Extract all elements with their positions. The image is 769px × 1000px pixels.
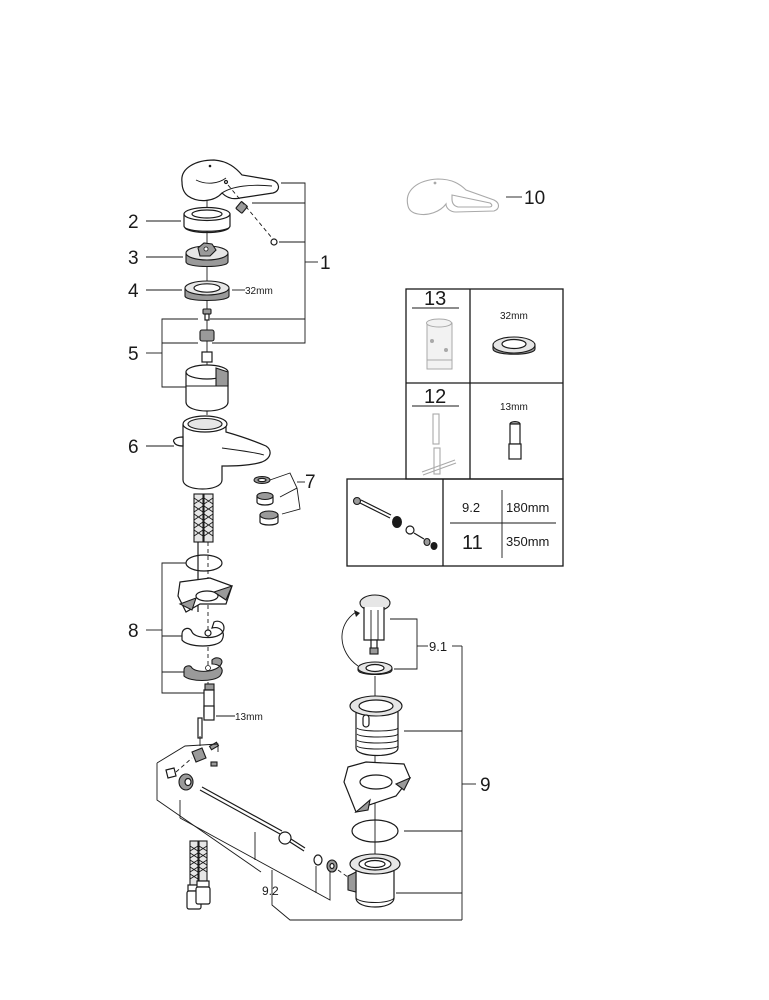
bracket-1 <box>210 182 318 344</box>
part-1-set-screw <box>227 184 278 246</box>
callout-2: 2 <box>128 212 139 233</box>
rod-9-2-length: 180mm <box>506 500 549 515</box>
rod-table <box>346 478 564 567</box>
dimension-4: 32mm <box>245 286 273 297</box>
callout-9: 9 <box>480 775 491 796</box>
bracket-8 <box>146 562 204 694</box>
part-9-waste-flange <box>349 695 403 757</box>
part-3-stop-ring <box>185 242 229 268</box>
tool-12-label: 12 <box>424 386 446 408</box>
callout-3: 3 <box>128 248 139 269</box>
bracket-7 <box>269 472 305 515</box>
rod-illustration <box>352 496 438 550</box>
callout-9-1: 9.1 <box>429 639 447 654</box>
tool-13-ring <box>492 336 536 355</box>
callout-5: 5 <box>128 344 139 365</box>
rod-9-2-label: 9.2 <box>462 500 480 515</box>
supply-hoses-upper <box>193 493 214 690</box>
bracket-5 <box>146 318 198 388</box>
part-9-gasket <box>351 819 399 843</box>
callout-6: 6 <box>128 437 139 458</box>
part-7-aerator <box>253 475 279 526</box>
supply-hoses-lower <box>186 840 211 910</box>
callout-4: 4 <box>128 281 139 302</box>
bracket-9-2 <box>156 743 462 921</box>
part-9-1-popup-plug <box>341 594 393 676</box>
tool-12-key <box>421 413 457 476</box>
rod-11-length: 350mm <box>506 534 549 549</box>
callout-8: 8 <box>128 621 139 642</box>
dimension-8: 13mm <box>235 712 263 723</box>
tool-12-socket <box>508 420 522 460</box>
part-8-fixing-set <box>177 554 233 739</box>
callout-9-2: 9.2 <box>262 884 279 898</box>
callout-7: 7 <box>305 472 316 493</box>
part-2-cover <box>183 206 231 234</box>
callout-10: 10 <box>524 188 545 209</box>
bracket-9 <box>396 646 476 920</box>
part-5-cartridge <box>185 308 229 412</box>
part-1-lever <box>181 159 280 202</box>
part-9-waste-body <box>347 853 401 908</box>
callout-1: 1 <box>320 253 331 274</box>
tool-12-dimension: 13mm <box>500 402 528 413</box>
tool-13-socket <box>426 318 453 370</box>
rod-11-label: 11 <box>462 532 483 554</box>
part-10-lever-ghost <box>406 178 500 216</box>
part-9-sink-section <box>343 761 412 813</box>
part-9-2-linkage <box>165 736 353 881</box>
part-6-tap-body <box>172 415 271 490</box>
bracket-9-1 <box>390 618 462 670</box>
part-4-nut <box>184 280 230 302</box>
tool-13-dimension: 32mm <box>500 311 528 322</box>
tools-table <box>405 288 564 480</box>
tool-13-label: 13 <box>424 288 446 310</box>
